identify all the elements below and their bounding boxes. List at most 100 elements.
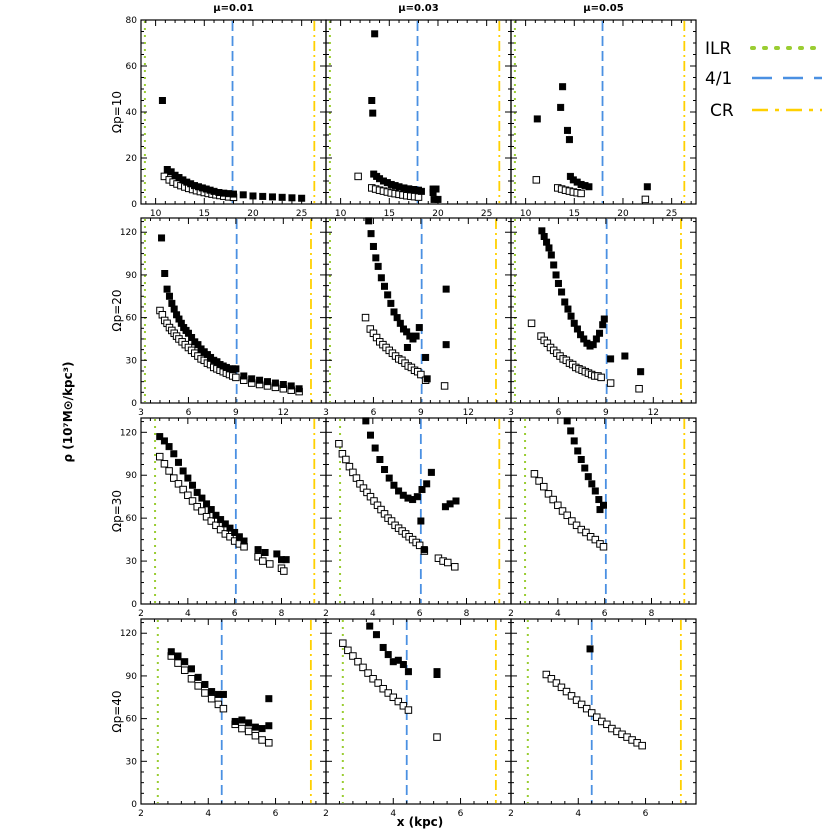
- x-tick-label: 10: [520, 209, 532, 219]
- open-square-point: [563, 511, 571, 520]
- filled-square-point: [596, 506, 604, 514]
- x-tick-label: 25: [296, 209, 307, 219]
- filled-square-point: [564, 305, 572, 313]
- filled-square-point: [165, 443, 173, 451]
- filled-square-point: [273, 550, 281, 558]
- filled-square-point: [600, 315, 608, 323]
- filled-square-point: [167, 648, 175, 656]
- filled-square-point: [585, 183, 593, 191]
- open-square-point: [344, 646, 352, 655]
- filled-square-point: [415, 324, 423, 332]
- filled-square-point: [403, 344, 411, 351]
- filled-square-point: [371, 30, 379, 38]
- filled-square-point: [565, 136, 573, 144]
- filled-square-point: [376, 455, 384, 463]
- open-square-point: [599, 543, 608, 551]
- filled-square-point: [429, 189, 437, 196]
- filled-square-point: [607, 355, 615, 363]
- panel-frame: [510, 618, 697, 805]
- open-square-point: [226, 533, 234, 541]
- open-square-point: [251, 731, 260, 740]
- open-square-point: [379, 684, 387, 693]
- x-tick-label: 6: [186, 408, 192, 418]
- filled-square-point: [384, 651, 392, 659]
- x-tick-label: 15: [199, 209, 210, 219]
- open-square-point: [160, 460, 169, 468]
- filled-square-point: [377, 274, 385, 282]
- filled-square-point: [221, 520, 229, 528]
- filled-square-point: [621, 352, 629, 360]
- filled-square-point: [381, 466, 389, 474]
- filled-square-point: [385, 474, 393, 482]
- filled-square-point: [369, 242, 377, 250]
- open-square-point: [174, 659, 182, 667]
- filled-square-point: [591, 487, 599, 495]
- filled-square-point: [203, 500, 211, 508]
- filled-square-point: [374, 262, 382, 270]
- x-tick-label: 6: [458, 809, 464, 819]
- x-tick-label: 4: [575, 809, 581, 819]
- filled-square-point: [263, 378, 271, 386]
- filled-square-point: [184, 474, 192, 482]
- x-tick-label: 8: [464, 609, 470, 619]
- filled-square-point: [372, 254, 380, 262]
- panel-frame: [325, 19, 512, 205]
- open-square-point: [359, 663, 367, 672]
- open-square-point: [354, 657, 362, 666]
- open-square-point: [597, 373, 605, 382]
- filled-square-point: [201, 680, 209, 688]
- x-axis-title: x (kpc): [397, 815, 444, 829]
- filled-square-point: [226, 524, 234, 532]
- y-tick-label: 40: [126, 108, 138, 118]
- filled-square-point: [265, 722, 273, 730]
- x-tick-label: 6: [643, 809, 649, 819]
- open-square-point: [369, 675, 377, 683]
- open-square-point: [554, 501, 562, 510]
- x-tick-label: 2: [138, 809, 144, 819]
- y-tick-label: 60: [126, 62, 138, 72]
- filled-square-point: [156, 433, 164, 441]
- filled-square-point: [567, 312, 575, 320]
- filled-square-point: [366, 622, 374, 630]
- filled-square-point: [298, 194, 306, 202]
- open-square-point: [603, 720, 611, 729]
- filled-square-point: [271, 379, 279, 387]
- x-tick-label: 4: [370, 609, 376, 619]
- filled-square-point: [395, 487, 403, 495]
- filled-square-point: [372, 631, 380, 639]
- open-square-point: [280, 567, 288, 575]
- open-square-point: [577, 700, 586, 709]
- x-tick-label: 25: [666, 209, 677, 219]
- open-square-point: [389, 693, 398, 702]
- open-square-point: [562, 687, 571, 696]
- y-tick-label: 60: [126, 314, 138, 324]
- open-square-point: [542, 670, 551, 679]
- open-square-point: [582, 528, 590, 537]
- filled-square-point: [231, 528, 239, 536]
- filled-square-point: [208, 688, 216, 696]
- filled-square-point: [384, 291, 392, 299]
- column-title: μ=0.05: [583, 3, 623, 14]
- open-square-point: [187, 675, 196, 683]
- filled-square-point: [288, 194, 296, 202]
- open-square-point: [259, 557, 267, 565]
- filled-square-point: [550, 261, 558, 269]
- filled-square-point: [287, 382, 295, 390]
- filled-square-point: [231, 717, 239, 725]
- x-tick-label: 6: [417, 609, 423, 619]
- filled-square-point: [217, 516, 225, 524]
- filled-square-point: [596, 329, 604, 337]
- x-tick-label: 4: [555, 609, 561, 619]
- y-tick-label: 30: [126, 757, 138, 767]
- x-tick-label: 9: [418, 408, 424, 418]
- open-square-point: [216, 525, 225, 534]
- row-label: Ωp=30: [110, 490, 124, 532]
- filled-square-point: [379, 643, 387, 651]
- filled-square-point: [158, 97, 166, 104]
